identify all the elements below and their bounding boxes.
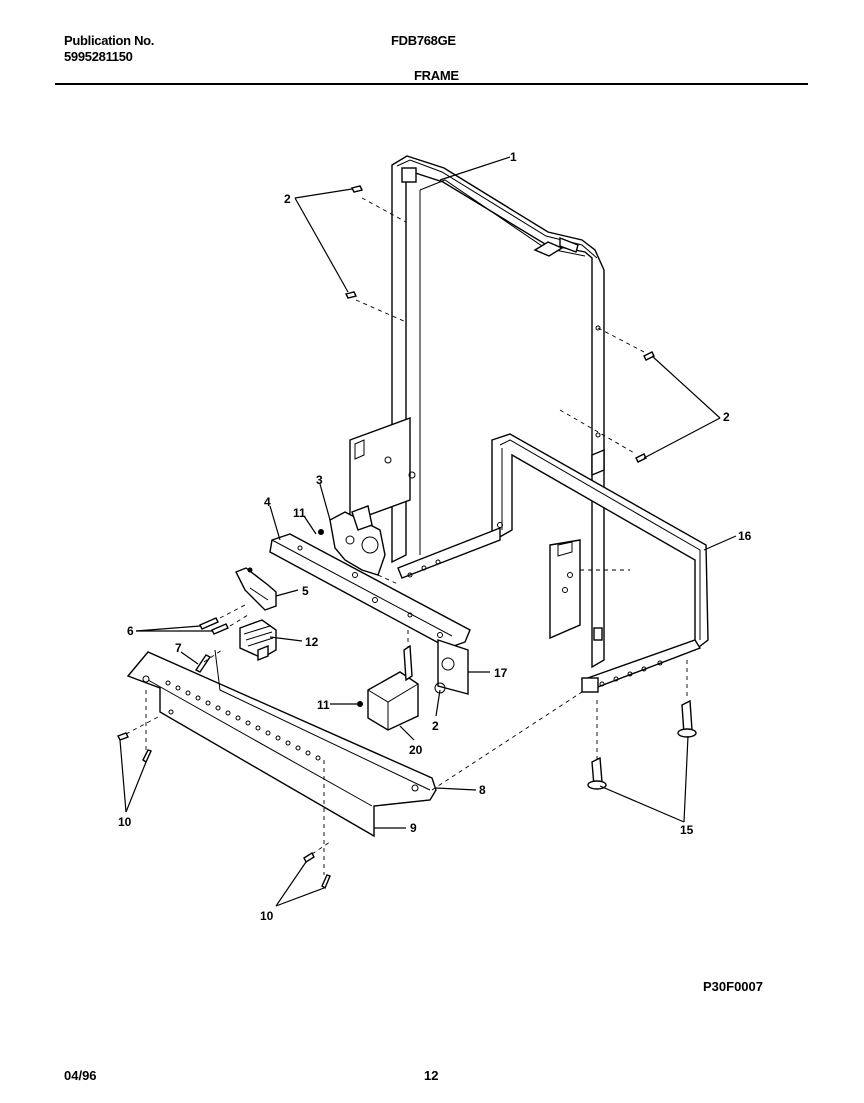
footer-page-number: 12 [424,1068,439,1083]
screws-part-6 [199,604,249,635]
clip-part [235,567,277,611]
callout-2-right: 2 [723,410,730,424]
leader-lines [119,156,737,907]
screws-part-10 [117,732,331,890]
toe-panel-part [126,649,437,838]
alignment-lines [125,197,688,875]
callout-3: 3 [316,473,323,487]
screws-part-2 [344,185,655,463]
callout-17: 17 [494,666,508,680]
header-rule [55,83,808,85]
panel-holes [142,675,419,792]
footer-date: 04/96 [64,1068,97,1083]
callout-7: 7 [175,641,182,655]
section-title: FRAME [414,68,459,83]
callout-11-upper: 11 [293,506,306,520]
publication-label: Publication No. [64,33,155,48]
figure-code: P30F0007 [703,979,763,994]
screw-part-7 [194,649,223,673]
callout-12: 12 [305,635,319,649]
callout-labels: 1 2 2 3 4 11 5 6 12 7 11 2 17 20 8 9 10 … [118,150,752,923]
callout-11-lower: 11 [317,698,330,712]
publication-number: 5995281150 [64,49,133,64]
support-bar-part [269,533,471,649]
callout-10-left: 10 [118,815,132,829]
upper-frame-part [349,155,605,669]
leveling-legs-part [587,699,697,790]
motor-box-part [357,639,469,731]
callout-2-upper-left: 2 [284,192,291,206]
callout-9: 9 [410,821,417,835]
callout-15: 15 [680,823,694,837]
callout-8: 8 [479,783,486,797]
callout-20: 20 [409,743,423,757]
hinge-assembly-part [318,505,386,576]
callout-6: 6 [127,624,134,638]
callout-2-lower: 2 [432,719,439,733]
switch-part [239,619,277,662]
callout-5: 5 [302,584,309,598]
callout-10-bottom: 10 [260,909,274,923]
callout-1: 1 [510,150,517,164]
callout-16: 16 [738,529,752,543]
model-number: FDB768GE [391,33,456,48]
base-frame-part [397,433,709,693]
callout-4: 4 [264,495,271,509]
